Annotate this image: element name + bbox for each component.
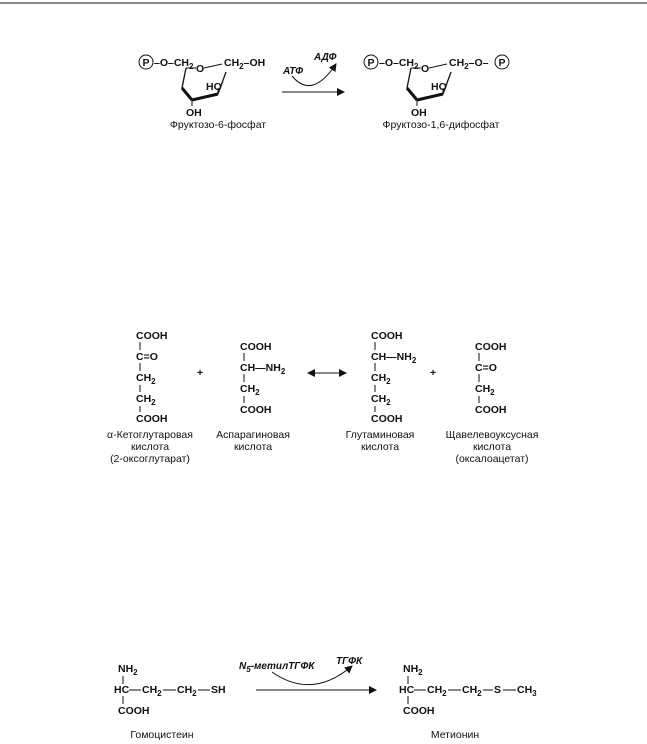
- met-ch3: CH3: [517, 684, 537, 698]
- oaa-cooh-top: COOH: [475, 341, 507, 353]
- glu-label-line2: кислота: [361, 441, 399, 453]
- oaa-carbonyl: C=O: [475, 362, 497, 374]
- asp-cooh-bottom: COOH: [240, 404, 272, 416]
- met-hc: HC: [399, 684, 415, 696]
- oxaloacetate-structure: COOH C=O CH2 COOH Щавелевоуксусная кисло…: [446, 341, 539, 465]
- ring-oxygen: O: [196, 63, 204, 75]
- glu-ch-nh2: CH—NH2: [371, 351, 417, 365]
- oaa-label-line1: Щавелевоуксусная: [446, 429, 539, 441]
- phosphate-circle-left: [363, 54, 379, 70]
- met-cooh: COOH: [403, 705, 435, 717]
- met-ch2-b: CH2: [462, 684, 482, 698]
- met-nh2: NH2: [403, 663, 423, 677]
- n5-methyl-thf-label: N5-метилТГФК: [239, 661, 315, 674]
- glu-label-line1: Глутаминовая: [346, 429, 415, 441]
- oh-group: OH: [186, 107, 202, 119]
- akg-cooh-top: COOH: [136, 330, 168, 342]
- plus-sign-right: +: [430, 367, 436, 379]
- substrate-label: Фруктозо-6-фосфат: [170, 119, 266, 131]
- met-s: S: [494, 684, 501, 696]
- oaa-label-line3: (оксалоацетат): [455, 453, 528, 465]
- glu-ch2-b: CH2: [371, 393, 391, 407]
- atp-label: АТФ: [282, 66, 303, 77]
- phosphate-symbol-right: P: [498, 57, 505, 69]
- methionine-label: Метионин: [431, 729, 480, 741]
- product-ring-oxygen: O: [421, 63, 429, 75]
- adp-label: АДФ: [313, 52, 337, 63]
- phosphate-symbol: P: [142, 57, 149, 69]
- hcy-ch2-b: CH2: [177, 684, 197, 698]
- asp-label-line1: Аспарагиновая: [216, 429, 290, 441]
- hcy-hc: HC: [114, 684, 130, 696]
- homocysteine-structure: NH2 HC CH2 CH2 SH COOH Гомоцистеин: [114, 663, 226, 741]
- reaction3-arrow: N5-метилТГФК ТГФК: [239, 656, 377, 694]
- akg-ch2-a: CH2: [136, 372, 156, 386]
- phosphate-circle-right: [494, 54, 510, 70]
- fructose-16-bisphosphate-structure: P –O–CH2 O CH2–O– P HO OH Фруктозо-1,6-д…: [363, 54, 510, 131]
- met-ch2-a: CH2: [427, 684, 447, 698]
- ho-group: HO: [206, 81, 222, 93]
- akg-label-line1: α-Кетоглутаровая: [107, 429, 193, 441]
- frag-ch2-right: CH2–OH: [224, 57, 265, 71]
- phosphate-circle: [138, 54, 154, 70]
- product-label: Фруктозо-1,6-дифосфат: [383, 119, 500, 131]
- aspartate-structure: COOH CH—NH2 CH2 COOH Аспарагиновая кисло…: [216, 341, 290, 453]
- akg-label-line3: (2-оксоглутарат): [110, 453, 190, 465]
- reaction-methionine-synthesis: NH2 HC CH2 CH2 SH COOH Гомоцистеин N5-ме…: [114, 656, 537, 741]
- hcy-sh: SH: [211, 684, 226, 696]
- akg-label-line2: кислота: [131, 441, 169, 453]
- methionine-structure: NH2 HC CH2 CH2 S CH3 COOH Метионин: [399, 663, 537, 741]
- frag-o-ch2: –O–CH2: [154, 57, 194, 71]
- thf-label: ТГФК: [336, 656, 363, 667]
- phosphate-symbol-left: P: [367, 57, 374, 69]
- asp-ch-nh2: CH—NH2: [240, 362, 286, 376]
- homocysteine-label: Гомоцистеин: [130, 729, 193, 741]
- product-oh-group: OH: [411, 107, 427, 119]
- glutamate-structure: COOH CH—NH2 CH2 CH2 COOH Глутаминовая ки…: [346, 330, 417, 453]
- asp-cooh-top: COOH: [240, 341, 272, 353]
- oaa-label-line2: кислота: [473, 441, 511, 453]
- alpha-ketoglutarate-structure: COOH C=O CH2 CH2 COOH α-Кетоглутаровая к…: [107, 330, 193, 465]
- hcy-nh2: NH2: [118, 663, 138, 677]
- product-ho-group: HO: [431, 81, 447, 93]
- akg-cooh-bottom: COOH: [136, 413, 168, 425]
- hcy-cooh: COOH: [118, 705, 150, 717]
- asp-label-line2: кислота: [234, 441, 272, 453]
- asp-ch2: CH2: [240, 383, 260, 397]
- product-frag-o-ch2: –O–CH2: [379, 57, 419, 71]
- akg-ch2-b: CH2: [136, 393, 156, 407]
- product-frag-ch2-right: CH2–O–: [449, 57, 489, 71]
- reaction-transamination: COOH C=O CH2 CH2 COOH α-Кетоглутаровая к…: [107, 330, 538, 465]
- reaction1-arrow: АТФ АДФ: [282, 52, 345, 96]
- glu-cooh-bottom: COOH: [371, 413, 403, 425]
- reaction-fructose-phosphorylation: P –O–CH2 O CH2–OH HO OH Фруктозо-6-фосфа…: [138, 52, 510, 131]
- hcy-ch2-a: CH2: [142, 684, 162, 698]
- akg-carbonyl: C=O: [136, 351, 158, 363]
- oaa-cooh-bottom: COOH: [475, 404, 507, 416]
- oaa-ch2: CH2: [475, 383, 495, 397]
- fructose-6-phosphate-structure: P –O–CH2 O CH2–OH HO OH Фруктозо-6-фосфа…: [138, 54, 266, 131]
- glu-ch2-a: CH2: [371, 372, 391, 386]
- plus-sign-left: +: [197, 367, 203, 379]
- glu-cooh-top: COOH: [371, 330, 403, 342]
